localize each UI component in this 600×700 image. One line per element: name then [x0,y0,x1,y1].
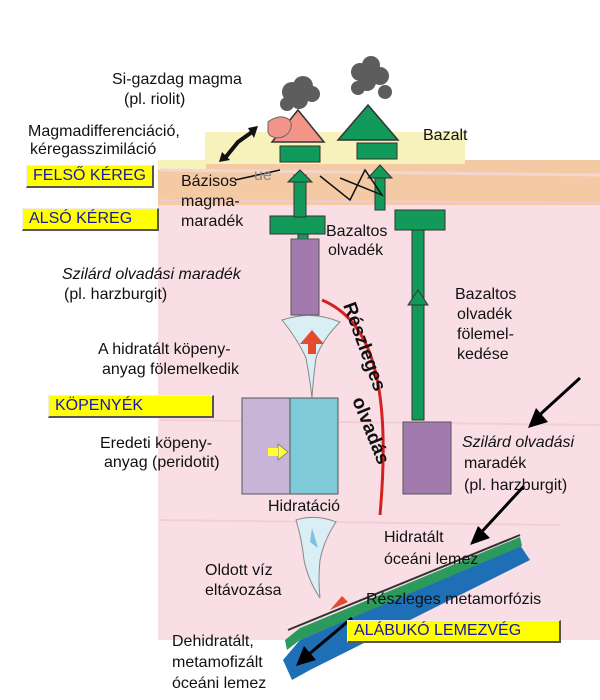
bazalt-label: Bazalt [423,127,468,144]
bazisos-label-3: maradék [181,213,244,230]
dehidratalt-1: Dehidratált, [172,633,254,650]
upper-crust-band [205,132,465,164]
magma-blob [267,116,292,139]
mantle-block-peridotite [241,397,291,495]
bazaltos-felem-4: kedése [457,346,509,363]
hydrated-plume-top [281,315,341,399]
hidratalt-kopeny-2: anyag fölemelkedik [102,361,239,378]
eruption-smoke-right [351,56,392,99]
szilard-right-label-1: Szilárd olvadási [462,434,575,451]
si-magma-label: Si-gazdag magma [112,71,242,88]
dehidratalt-2: metamofizált [172,654,263,671]
magmadiff-label-1: Magmadifferenciáció, [28,123,180,140]
pointer-arrows [296,376,582,666]
basalt-volcano [336,103,400,141]
hidratalt-oceani-2: óceáni lemez [384,551,479,568]
tag-kopenyek: KÖPENYÉK [48,395,214,418]
tag-alabuko: ALÁBUKÓ LEMEZVÉG [347,620,561,643]
szilard-top-label-1: Szilárd olvadási maradék [62,266,241,283]
tag-felso-kereg: FELSŐ KÉREG [26,165,154,188]
crust-chamber-upper [269,215,326,235]
hidratalt-kopeny-1: A hidratált köpeny- [98,341,231,358]
oldott-viz-1: Oldott víz [205,562,273,579]
bazaltos-felem-2: olvadék [457,306,513,323]
szilard-right-label-2: maradék [464,455,527,472]
bazaltos-olvadek-2: olvadék [328,242,384,259]
si-magma-example: (pl. riolit) [124,91,186,108]
partial-melting-curve [321,298,385,516]
eredeti-label-2: anyag (peridotit) [104,454,220,471]
oldott-viz-2: eltávozása [205,582,282,599]
bazisos-label-2: magma- [181,193,240,210]
szilard-top-label-2: (pl. harzburgit) [64,286,168,303]
dehidratalt-3: óceáni lemez [172,675,267,692]
magma-chamber-right [356,142,398,160]
hidratacio-label: Hidratáció [268,498,341,515]
magmadiff-label-2: kéregasszimiláció [30,141,157,158]
residue-block-upper [290,238,320,316]
bazisos-label-1: Bázisos [181,173,238,190]
residue-block-right [402,421,452,495]
differentiation-arrow [223,130,254,160]
hidratalt-oceani-1: Hidratált [384,529,444,546]
cut-text: ue [254,167,272,184]
reszleges-meta-label: Részleges metamorfózis [366,591,542,608]
bazaltos-felem-3: fölemel- [457,326,514,343]
bazaltos-olvadek-1: Bazaltos [326,223,388,240]
magma-chamber-left [279,145,321,163]
tag-also-kereg: ALSÓ KÉREG [22,208,159,231]
eredeti-label-1: Eredeti köpeny- [100,435,213,452]
subducting-slab [283,534,530,680]
up-arrow-right [407,289,429,306]
hydration-plume-bottom [295,516,337,599]
szilard-right-label-3: (pl. harzburgit) [464,477,568,494]
eruption-smoke-left [280,76,320,111]
crust-chamber-right [394,209,446,231]
mantle-block-hydrated [289,397,339,495]
bazaltos-felem-1: Bazaltos [455,286,517,303]
